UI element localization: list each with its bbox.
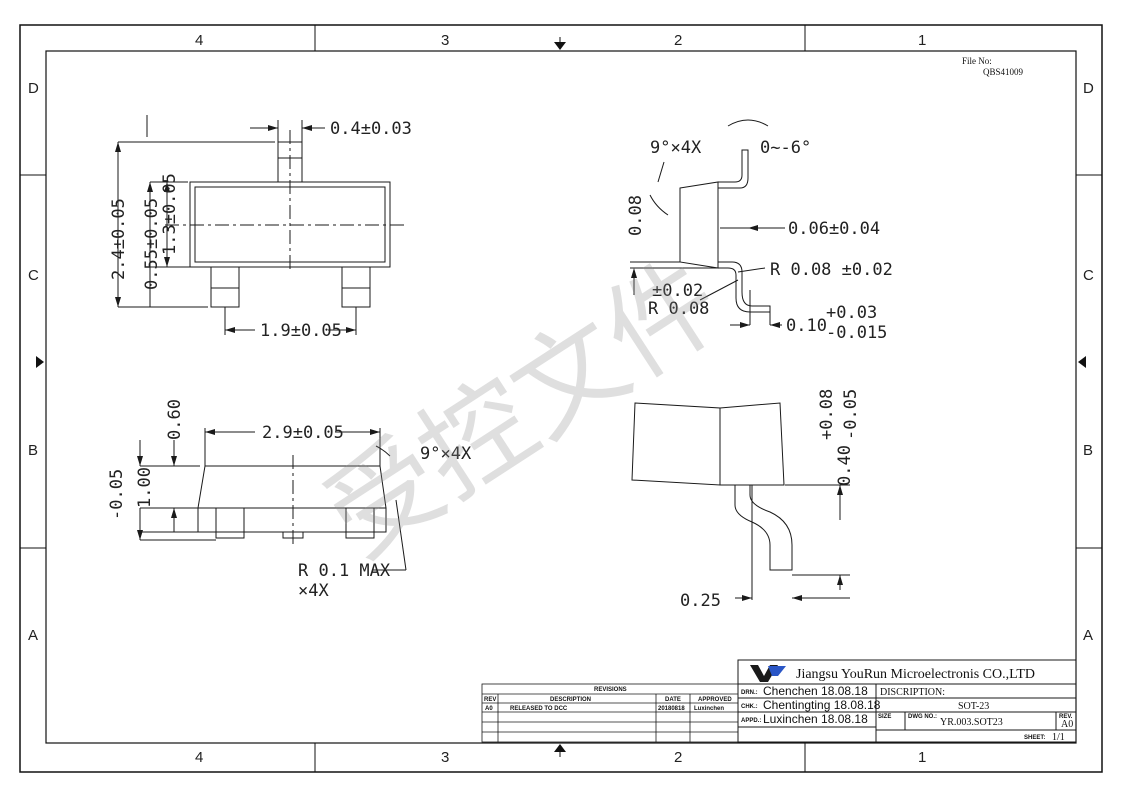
approved-label: APPD.:	[741, 718, 761, 724]
rev-label: REV.	[1059, 714, 1073, 720]
revisions-title: REVISIONS	[594, 687, 627, 693]
rev-row-date: 20180818	[658, 706, 685, 712]
rev-header-date: DATE	[665, 697, 681, 703]
zone-bottom-3: 3	[441, 749, 449, 766]
dim-lead-width: 0.4±0.03	[330, 119, 412, 139]
company-logo	[750, 665, 786, 682]
checked-label: CHK.:	[741, 704, 758, 710]
dim-overall-height: 2.4±0.05	[109, 198, 129, 280]
dim-detail-tol-minus: -0.05	[841, 389, 861, 440]
rev-row-rev: A0	[485, 706, 493, 712]
dim-radius-count: ×4X	[298, 581, 329, 601]
dim-radius-bottom: R 0.08	[648, 299, 709, 319]
rev-row-description: RELEASED TO DCC	[510, 706, 568, 712]
zone-dividers	[20, 25, 1102, 772]
detail-view	[631, 402, 850, 600]
row-left-c: C	[28, 267, 39, 284]
dim-tol: ±0.02	[652, 281, 703, 301]
description-value: SOT-23	[958, 701, 989, 712]
drawn-label: DRN.:	[741, 690, 758, 696]
sheet-label: SHEET:	[1024, 735, 1045, 741]
detail-view-arrows	[742, 485, 843, 601]
zone-top-3: 3	[441, 32, 449, 49]
dim-foot: 0.10	[786, 316, 827, 336]
dim-foot-tol-minus: -0.015	[826, 323, 887, 343]
side-view-arrows	[137, 429, 380, 540]
dim-foot-tol-plus: +0.03	[826, 303, 877, 323]
file-no: QBS41009	[983, 67, 1024, 77]
zone-top-1: 1	[918, 32, 926, 49]
dim-lead-height: 0.60	[165, 399, 185, 440]
dim-detail-tol-plus: +0.08	[817, 389, 837, 440]
dim-standoff: -0.05	[107, 469, 127, 520]
row-right-d: D	[1083, 80, 1094, 97]
rev-value: A0	[1061, 719, 1073, 730]
approved-by: Luxinchen 18.08.18	[763, 712, 868, 726]
size-label: SIZE	[878, 714, 891, 720]
dim-body-width: 1.3±0.05	[160, 173, 180, 255]
row-left-a: A	[28, 627, 38, 644]
rev-header-description: DESCRIPTION	[550, 697, 591, 703]
top-view-arrows	[115, 125, 356, 333]
zone-bottom-1: 1	[918, 749, 926, 766]
dim-body-height: 1.00	[135, 467, 155, 508]
row-right-c: C	[1083, 267, 1094, 284]
side-view	[139, 428, 407, 571]
dim-body-length: 2.9±0.05	[262, 423, 344, 443]
dim-end-draft: 9°×4X	[650, 138, 702, 158]
sheet-value: 1/1	[1052, 732, 1065, 743]
checked-by: Chentingting 18.08.18	[763, 698, 881, 712]
dwg-label: DWG NO.:	[908, 714, 937, 720]
rev-header-rev: REV	[484, 697, 496, 703]
dim-detail-foot: 0.25	[680, 591, 721, 611]
row-left-d: D	[28, 80, 39, 97]
title-block	[737, 659, 1077, 743]
dwg-number: YR.003.SOT23	[940, 717, 1003, 728]
zone-bottom-4: 4	[195, 749, 203, 766]
dim-detail-height: 0.40	[835, 445, 855, 486]
centering-arrows	[36, 37, 1086, 757]
dim-side-draft: 9°×4X	[420, 444, 472, 464]
dim-pitch: 1.9±0.05	[260, 321, 342, 341]
rev-header-approved: APPROVED	[698, 697, 732, 703]
row-left-b: B	[28, 442, 38, 459]
row-right-b: B	[1083, 442, 1093, 459]
dim-lead-length: 0.55±0.05	[142, 198, 162, 290]
dim-lead-angle: 0~-6°	[760, 138, 811, 158]
drawn-by: Chenchen 18.08.18	[763, 684, 868, 698]
description-label: DISCRIPTION:	[880, 687, 945, 698]
dim-radius-top: R 0.08 ±0.02	[770, 260, 893, 280]
zone-bottom-2: 2	[674, 749, 682, 766]
dim-lead-thickness: 0.06±0.04	[788, 219, 880, 239]
dim-radius-max: R 0.1 MAX	[298, 561, 391, 581]
end-view-arrows	[631, 225, 780, 328]
outer-border	[19, 24, 1103, 773]
rev-row-approved: Luxinchen	[694, 706, 724, 712]
company-name: Jiangsu YouRun Microelectronis CO.,LTD	[796, 667, 1035, 682]
top-view	[117, 115, 405, 335]
zone-top-4: 4	[195, 32, 203, 49]
row-right-a: A	[1083, 627, 1093, 644]
inner-border	[45, 50, 1077, 744]
revisions-table	[481, 683, 739, 743]
zone-top-2: 2	[674, 32, 682, 49]
file-no-label: File No:	[962, 56, 992, 66]
dim-end-height: 0.08	[626, 195, 646, 236]
